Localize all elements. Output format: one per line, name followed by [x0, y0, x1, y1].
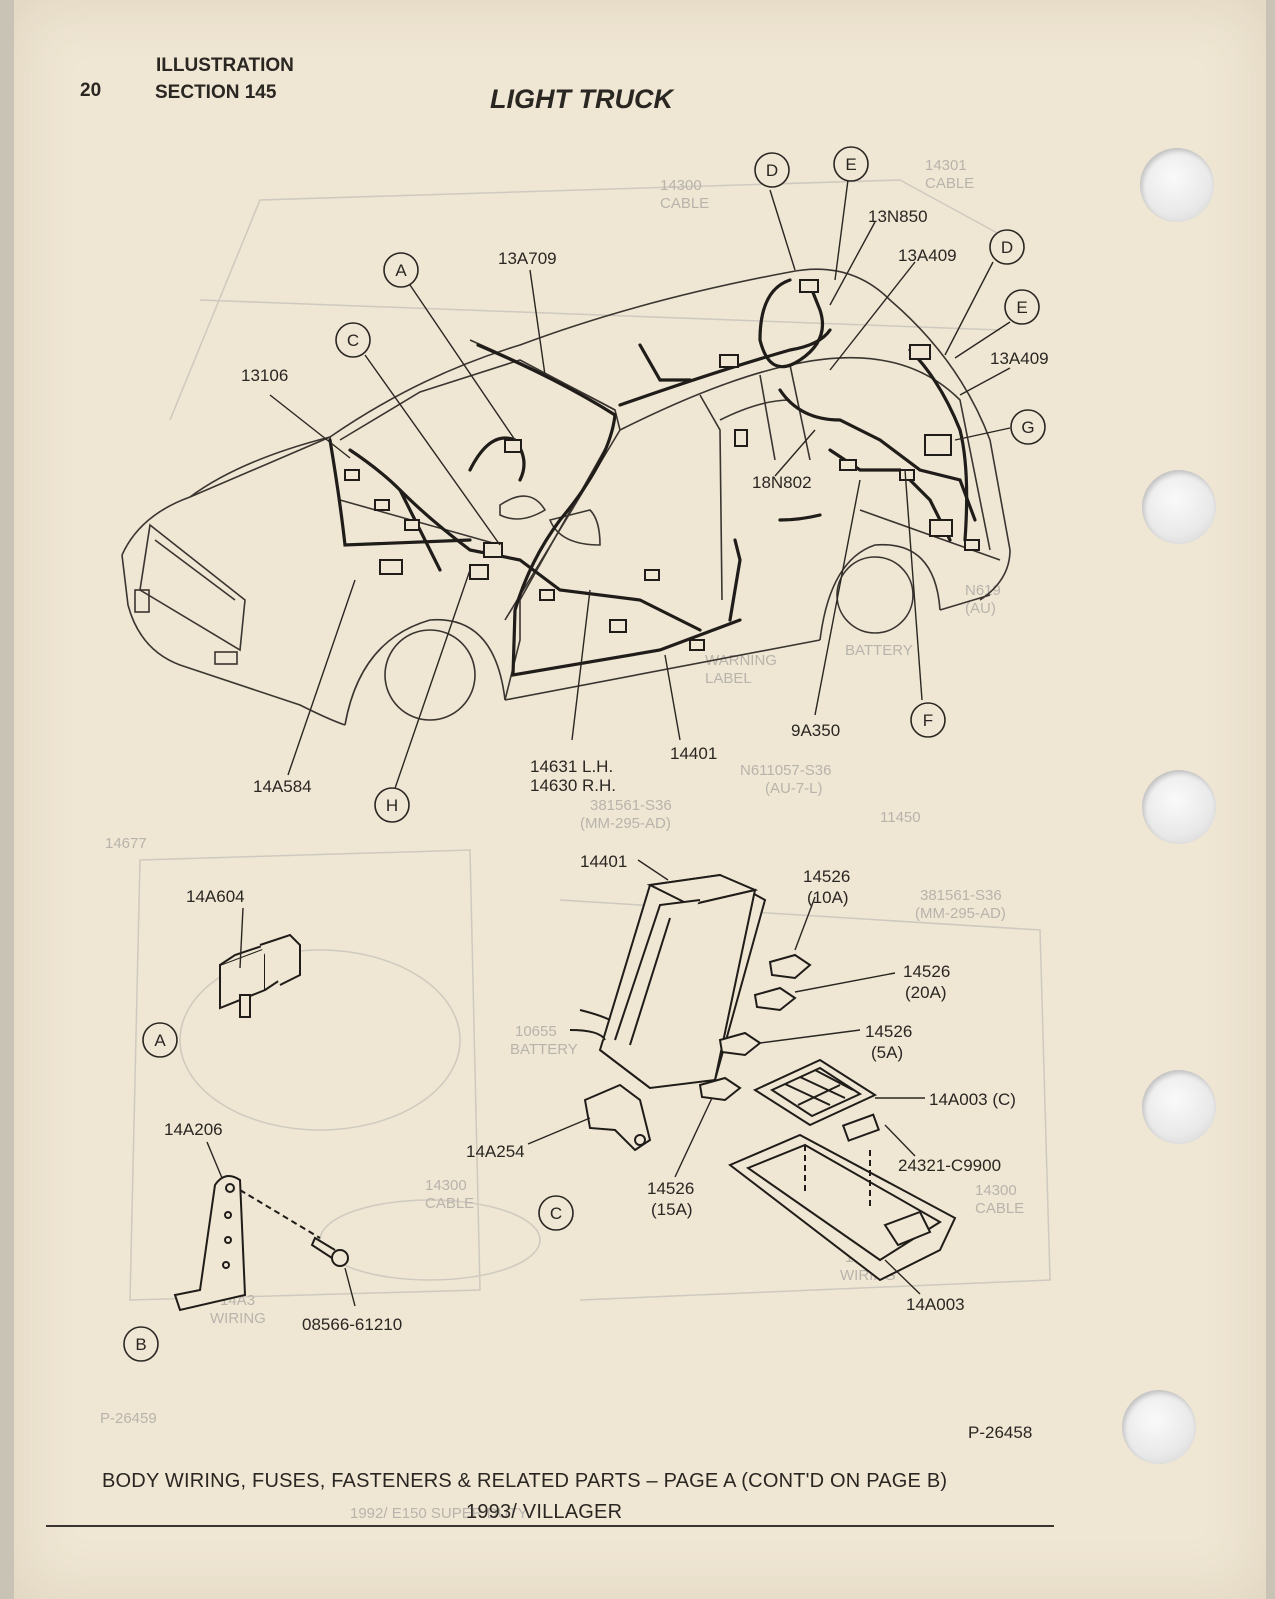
harness-connectors	[344, 279, 980, 651]
svg-text:CABLE: CABLE	[975, 1200, 1024, 1217]
figure-caption: BODY WIRING, FUSES, FASTENERS & RELATED …	[102, 1470, 948, 1492]
label-14630-rh: 14630 R.H.	[530, 776, 616, 795]
part-labels: 13A709 13N850 13A409 13A409 13106 18N802…	[164, 207, 1049, 1442]
svg-text:P-26459: P-26459	[100, 1410, 157, 1427]
paper-sheet	[14, 0, 1266, 1599]
page-number: 20	[80, 80, 102, 101]
svg-text:(AU): (AU)	[965, 600, 996, 617]
figure-id: P-26458	[968, 1423, 1032, 1442]
svg-text:381561-S36: 381561-S36	[590, 797, 672, 814]
harness-wiring	[328, 278, 977, 677]
label-15a: (15A)	[651, 1200, 693, 1219]
label-14a584: 14A584	[253, 777, 312, 796]
svg-text:(MM-295-AD): (MM-295-AD)	[915, 905, 1006, 922]
callout-c-detail: C	[550, 1204, 562, 1223]
svg-text:(MM-295-AD): (MM-295-AD)	[580, 815, 671, 832]
label-13a409-rear: 13A409	[990, 349, 1049, 368]
page-title: LIGHT TRUCK	[490, 84, 673, 114]
label-14401-detail: 14401	[580, 852, 627, 871]
svg-text:WARNING: WARNING	[705, 652, 777, 669]
callout-b-detail: B	[135, 1335, 146, 1354]
fuse-block-14401	[569, 873, 767, 1090]
footer-rule	[46, 1525, 1054, 1527]
bracket-14a206	[173, 1175, 349, 1312]
callout-d-top: D	[766, 161, 778, 180]
callout-letters: D E A C D E G F H A C B	[135, 155, 1034, 1354]
cover-14a003	[728, 1133, 957, 1282]
svg-text:10655: 10655	[515, 1023, 557, 1040]
model-label: 1993/ VILLAGER	[466, 1501, 623, 1523]
label-14a254: 14A254	[466, 1142, 525, 1161]
label-13n850: 13N850	[868, 207, 928, 226]
binder-hole-3	[1142, 770, 1216, 844]
binder-hole-2	[1142, 470, 1216, 544]
label-14a003: 14A003	[906, 1295, 965, 1314]
svg-text:14300: 14300	[425, 1177, 467, 1194]
label-24321-c9900: 24321-C9900	[898, 1156, 1001, 1175]
label-9a350: 9A350	[791, 721, 840, 740]
label-14526-15a: 14526	[647, 1179, 694, 1198]
svg-text:WIRING: WIRING	[210, 1310, 266, 1327]
svg-text:N611057-S36: N611057-S36	[740, 762, 831, 779]
svg-text:(AU-7-L): (AU-7-L)	[765, 780, 823, 797]
callout-e-top: E	[845, 155, 856, 174]
binder-hole-1	[1140, 148, 1214, 222]
svg-text:14301: 14301	[925, 157, 967, 174]
label-14401-car: 14401	[670, 744, 717, 763]
leader-lines	[206, 179, 1011, 1307]
label-08566-61210: 08566-61210	[302, 1315, 402, 1334]
label-20a: (20A)	[905, 983, 947, 1002]
svg-text:N619: N619	[965, 582, 1001, 599]
svg-text:1992/ E150 SUPER DUTY: 1992/ E150 SUPER DUTY	[350, 1505, 528, 1522]
callout-c-top: C	[347, 331, 359, 350]
fuse-panel-14a003	[752, 1058, 880, 1142]
relay-14a604	[219, 933, 301, 1018]
fuses	[698, 953, 812, 1102]
callout-circles	[123, 146, 1046, 1362]
label-14631-lh: 14631 L.H.	[530, 757, 613, 776]
svg-text:BATTERY: BATTERY	[845, 642, 913, 659]
label-5a: (5A)	[871, 1043, 903, 1062]
callout-f: F	[923, 711, 933, 730]
svg-text:14300: 14300	[975, 1182, 1017, 1199]
binder-hole-4	[1142, 1070, 1216, 1144]
label-13106: 13106	[241, 366, 288, 385]
svg-text:LABEL: LABEL	[705, 670, 752, 687]
label-18n802: 18N802	[752, 473, 812, 492]
section-label: SECTION 145	[155, 82, 277, 103]
label-14a604: 14A604	[186, 887, 245, 906]
svg-text:14677: 14677	[105, 835, 147, 852]
label-10a: (10A)	[807, 888, 849, 907]
callout-h: H	[386, 796, 398, 815]
svg-text:11450: 11450	[880, 809, 921, 826]
clip-14a254	[583, 1083, 652, 1152]
label-14a206: 14A206	[164, 1120, 223, 1139]
callout-a-detail: A	[154, 1031, 166, 1050]
callout-a-top: A	[395, 261, 407, 280]
svg-text:381561-S36: 381561-S36	[920, 887, 1002, 904]
svg-text:BATTERY: BATTERY	[510, 1041, 578, 1058]
label-14526-10a: 14526	[803, 867, 850, 886]
label-13a409-top: 13A409	[898, 246, 957, 265]
svg-text:CABLE: CABLE	[925, 175, 974, 192]
label-14526-20a: 14526	[903, 962, 950, 981]
ghost-backdrop	[129, 179, 1051, 1301]
illustration-label: ILLUSTRATION	[156, 55, 294, 76]
label-14526-5a: 14526	[865, 1022, 912, 1041]
label-13a709: 13A709	[498, 249, 557, 268]
label-14a003-c: 14A003 (C)	[929, 1090, 1016, 1109]
svg-text:14300: 14300	[660, 177, 702, 194]
callout-e-rear: E	[1016, 298, 1027, 317]
callout-g: G	[1021, 418, 1034, 437]
svg-text:CABLE: CABLE	[425, 1195, 474, 1212]
callout-d-rear: D	[1001, 238, 1013, 257]
svg-text:CABLE: CABLE	[660, 195, 709, 212]
binder-hole-5	[1122, 1390, 1196, 1464]
